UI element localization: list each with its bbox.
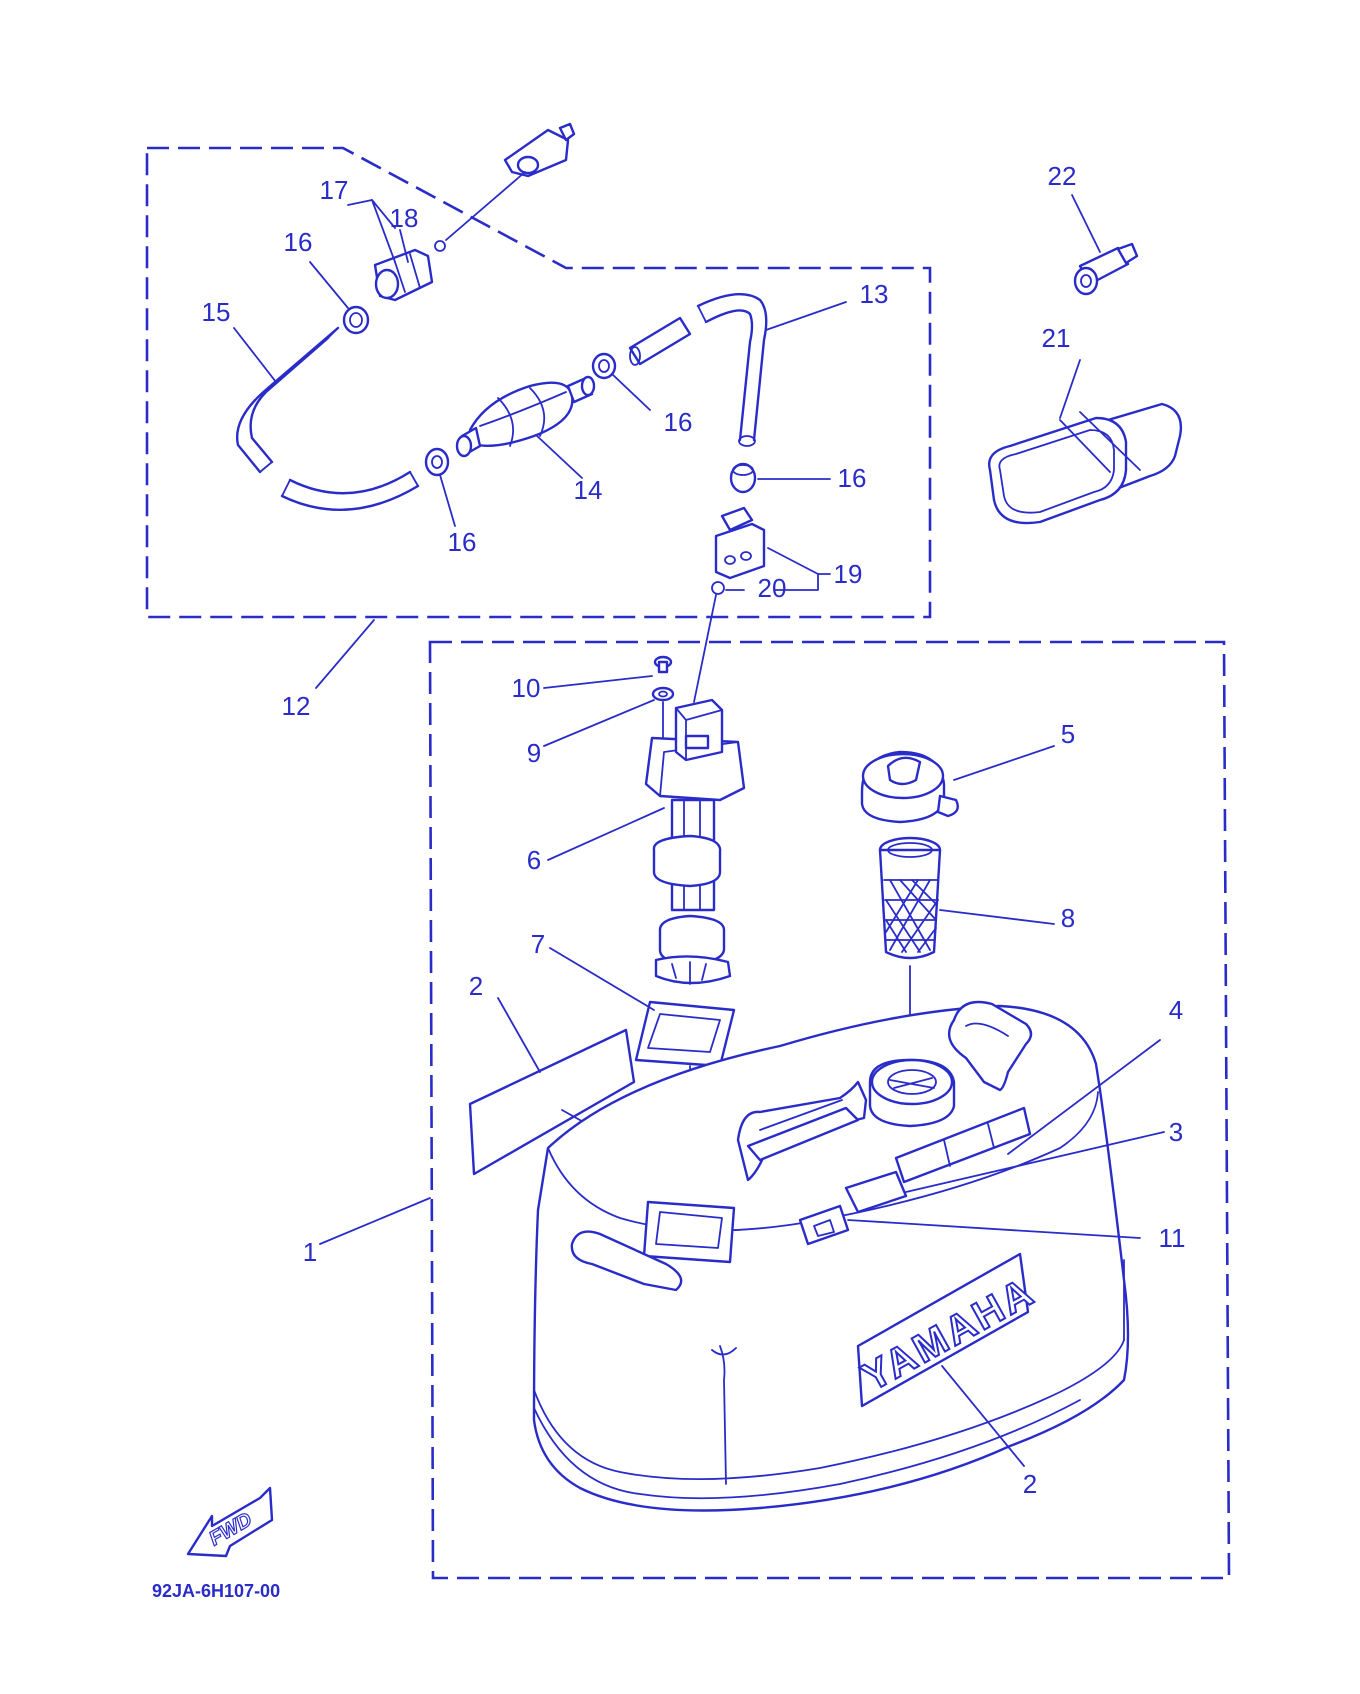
callout-9: 9 [527, 738, 541, 768]
screw-part-10 [653, 655, 673, 674]
cover-part-21 [988, 402, 1183, 525]
callout-17: 17 [320, 175, 349, 205]
assembly-line-gauge [693, 594, 717, 703]
callout-16-c: 16 [448, 527, 477, 557]
callout-19: 19 [834, 559, 863, 589]
fitting-part-22 [1073, 242, 1139, 296]
hose-clamp-part-16-a [342, 305, 370, 335]
tank-assembly-boundary [428, 640, 1231, 1580]
leader-10 [543, 675, 653, 689]
callout-16-d: 16 [838, 463, 867, 493]
callout-18: 18 [390, 203, 419, 233]
fuel-tank-body-part-1: YAMAHA [532, 1000, 1130, 1512]
leader-16-b [611, 373, 651, 411]
primer-bulb-part-14 [455, 375, 596, 458]
gasket-part-7 [634, 1000, 736, 1068]
leader-16-a [309, 261, 349, 309]
hose-clamp-part-16-c [424, 447, 450, 477]
leader-18 [399, 229, 409, 263]
leader-11 [847, 1219, 1141, 1239]
callout-14: 14 [574, 475, 603, 505]
leader-12 [315, 619, 375, 689]
callout-6: 6 [527, 845, 541, 875]
fuel-line-assembly-boundary [145, 146, 932, 619]
callout-13: 13 [860, 279, 889, 309]
callout-7: 7 [531, 929, 545, 959]
callout-labels: 1 2 2 3 4 5 6 7 8 9 10 11 12 13 14 15 16… [202, 161, 1186, 1499]
fuel-gauge-part-6 [644, 698, 746, 985]
callout-3: 3 [1169, 1117, 1183, 1147]
leader-13 [765, 301, 847, 331]
callout-16-b: 16 [664, 407, 693, 437]
leader-2-side-a [497, 997, 541, 1073]
callout-2-side: 2 [469, 971, 483, 1001]
leader-17 [371, 199, 396, 263]
fwd-direction-arrow: FWD [186, 1486, 274, 1558]
o-ring-part-20 [711, 581, 725, 595]
callout-4: 4 [1169, 995, 1183, 1025]
callout-22: 22 [1048, 161, 1077, 191]
washer-part-9 [651, 686, 675, 702]
leader-14 [535, 434, 583, 479]
leader-8 [939, 909, 1055, 925]
fuel-hose-part-13 [696, 293, 768, 447]
callout-15: 15 [202, 297, 231, 327]
leader-22 [1071, 194, 1101, 253]
leader-7 [549, 947, 655, 1011]
leader-16-c [439, 474, 456, 527]
bracket-19 [767, 547, 819, 591]
leader-15 [233, 327, 277, 383]
hose-clamp-part-16-b [591, 352, 617, 380]
leader-4 [1007, 1039, 1161, 1155]
callout-10: 10 [512, 673, 541, 703]
leader-9 [543, 699, 655, 747]
callout-21: 21 [1042, 323, 1071, 353]
leader-21 [1059, 359, 1081, 419]
fuel-cap-part-5 [860, 750, 959, 824]
hose-clamp-part-16-d [729, 462, 757, 494]
leader-6 [547, 807, 665, 861]
callout-8: 8 [1061, 903, 1075, 933]
leader-1 [319, 1197, 431, 1245]
callout-2-emblem: 2 [1023, 1469, 1037, 1499]
strainer-part-8 [878, 836, 942, 960]
leader-3 [905, 1131, 1165, 1193]
callout-20: 20 [758, 573, 787, 603]
bracket-17 [347, 199, 396, 229]
leader-18-connector [445, 171, 526, 241]
drawing-code: 92JA-6H107-00 [152, 1581, 280, 1601]
callout-16-a: 16 [284, 227, 313, 257]
short-hose-segment [628, 316, 692, 366]
fuel-hose-part-15 [235, 326, 420, 511]
callout-1: 1 [303, 1237, 317, 1267]
decal-part-2-side [468, 1028, 636, 1176]
engine-connector [503, 122, 576, 178]
callout-12: 12 [282, 691, 311, 721]
leader-5 [953, 745, 1055, 781]
hose-connector-part-17 [373, 248, 434, 302]
callout-5: 5 [1061, 719, 1075, 749]
leader-2-emblem [941, 1365, 1025, 1467]
o-ring-part-18 [434, 240, 446, 252]
tank-connector-part-19 [714, 506, 766, 580]
callout-11: 11 [1159, 1223, 1186, 1253]
